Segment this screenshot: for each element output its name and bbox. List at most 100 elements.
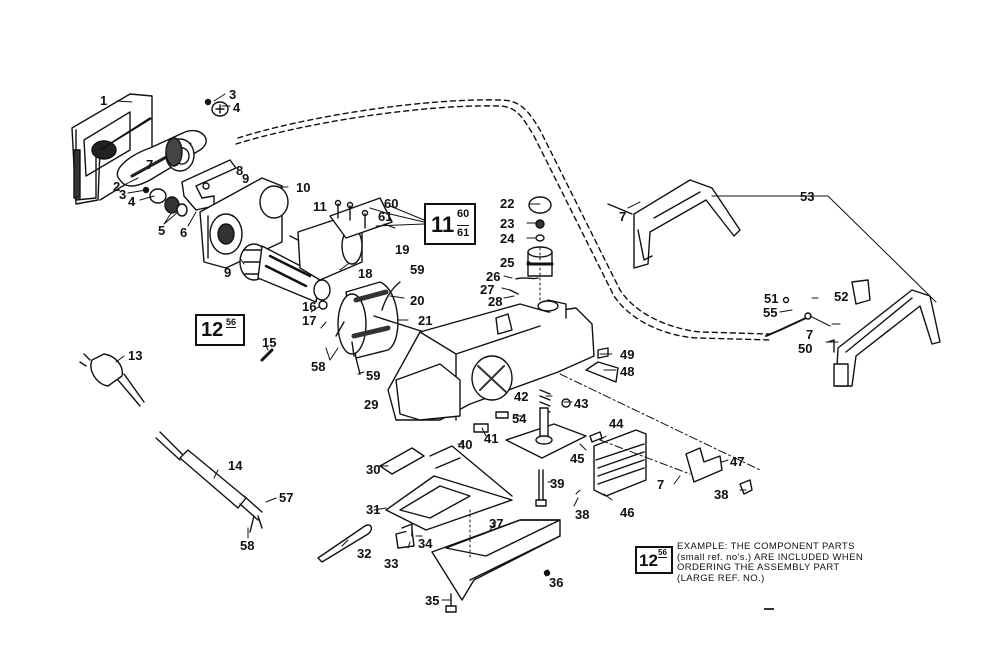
callout-16: 16 — [302, 299, 317, 314]
part-spring — [539, 389, 551, 413]
callout-32: 32 — [357, 546, 372, 561]
callout-13: 13 — [128, 348, 143, 363]
part-bearing — [318, 300, 328, 310]
part-screw-7 — [607, 203, 633, 215]
part-bolt — [538, 469, 544, 501]
assembly-box-example: 12 56 — [635, 546, 673, 574]
callout-8: 8 — [236, 163, 244, 178]
part-lead-55 — [765, 317, 807, 337]
callout-24: 24 — [500, 231, 515, 246]
note-line: (LARGE REF. NO.) — [677, 572, 765, 584]
part-cord — [155, 431, 263, 533]
callout-7b: 7 — [619, 209, 627, 224]
callout-58a: 58 — [311, 359, 326, 374]
callout-19: 19 — [395, 242, 410, 257]
callout-10: 10 — [296, 180, 311, 195]
callout-58b: 58 — [240, 538, 255, 553]
callout-29: 29 — [364, 397, 379, 412]
callout-52: 52 — [834, 289, 849, 304]
callout-28: 28 — [488, 294, 503, 309]
part-plug — [79, 353, 145, 407]
callout-3a: 3 — [229, 87, 237, 102]
callout-2: 2 — [113, 179, 121, 194]
part-bracket — [181, 159, 237, 211]
callout-4a: 4 — [233, 100, 241, 115]
component-number: 56 — [658, 548, 667, 558]
scan-mark — [764, 608, 774, 610]
callout-44: 44 — [609, 416, 624, 431]
note-line: ORDERING THE ASSEMBLY PART — [677, 562, 840, 573]
part-long-screw — [373, 315, 425, 333]
callout-53: 53 — [800, 189, 815, 204]
callout-55: 55 — [763, 305, 778, 320]
callout-37: 37 — [489, 516, 504, 531]
part-armature — [239, 235, 331, 303]
note-line: EXAMPLE: THE COMPONENT PARTS — [677, 541, 855, 552]
callout-59a: 59 — [410, 262, 425, 277]
part-tab — [589, 431, 603, 443]
part-label-strip — [379, 447, 425, 475]
callout-54: 54 — [512, 411, 527, 426]
callout-11: 11 — [313, 199, 327, 214]
callout-59b: 59 — [366, 368, 381, 383]
part-switch — [851, 279, 871, 305]
part-brush — [495, 411, 509, 419]
callout-7a: 7 — [146, 157, 154, 172]
callout-15: 15 — [262, 335, 277, 350]
part-latch — [685, 447, 723, 483]
part-bolt-head — [535, 499, 547, 507]
callout-9a: 9 — [242, 171, 250, 186]
callout-57: 57 — [279, 490, 294, 505]
wire-route-dashed — [237, 99, 771, 335]
part-end-cover — [71, 93, 153, 205]
wire-route-dashed-2 — [235, 105, 771, 341]
callout-1: 1 — [100, 93, 108, 108]
assembly-box-11: 11 60 61 — [424, 203, 476, 245]
assembly-number: 12 — [201, 319, 224, 341]
part-screw-washer-bottom — [142, 186, 167, 204]
callout-43: 43 — [574, 396, 589, 411]
part-main-housing — [387, 299, 595, 421]
callout-26: 26 — [486, 269, 501, 284]
callout-4b: 4 — [128, 194, 136, 209]
callout-23: 23 — [500, 216, 515, 231]
callout-35: 35 — [425, 593, 440, 608]
part-screw-51 — [782, 296, 790, 304]
callout-45: 45 — [570, 451, 585, 466]
assembly-box-12: 12 56 — [195, 314, 245, 346]
example-note: EXAMPLE: THE COMPONENT PARTS (small ref.… — [677, 541, 864, 584]
callout-20: 20 — [410, 293, 425, 308]
part-leads — [335, 281, 401, 375]
callout-7c: 7 — [806, 327, 814, 342]
callout-50: 50 — [798, 341, 813, 356]
part-gear-small — [164, 196, 188, 217]
callout-17: 17 — [302, 313, 317, 328]
part-plate — [329, 197, 393, 239]
part-cord-clip — [260, 348, 274, 362]
callout-41: 41 — [484, 431, 499, 446]
callout-60: 60 — [384, 196, 399, 211]
assembly-number: 12 — [639, 551, 658, 570]
part-knob-38 — [739, 479, 753, 495]
callout-27: 27 — [480, 282, 495, 297]
callout-31: 31 — [366, 502, 381, 517]
part-handle-right — [833, 289, 941, 387]
part-handle-left — [633, 179, 741, 269]
callout-18: 18 — [358, 266, 373, 281]
callout-38a: 38 — [575, 507, 590, 522]
component-number: 61 — [457, 225, 470, 239]
part-rear-shoe — [431, 519, 561, 601]
leader-lines — [115, 93, 937, 601]
part-blade — [401, 523, 413, 537]
part-chip-deflector — [585, 361, 619, 383]
component-number: 56 — [226, 317, 237, 328]
assembly-number: 11 — [431, 212, 455, 237]
callout-61: 61 — [378, 209, 393, 224]
part-screw-washer-top — [204, 98, 229, 117]
callout-39: 39 — [550, 476, 565, 491]
component-number: 60 — [457, 208, 470, 220]
note-line: (small ref. no's.) ARE INCLUDED WHEN — [677, 551, 864, 563]
part-knob-stack — [509, 196, 554, 295]
